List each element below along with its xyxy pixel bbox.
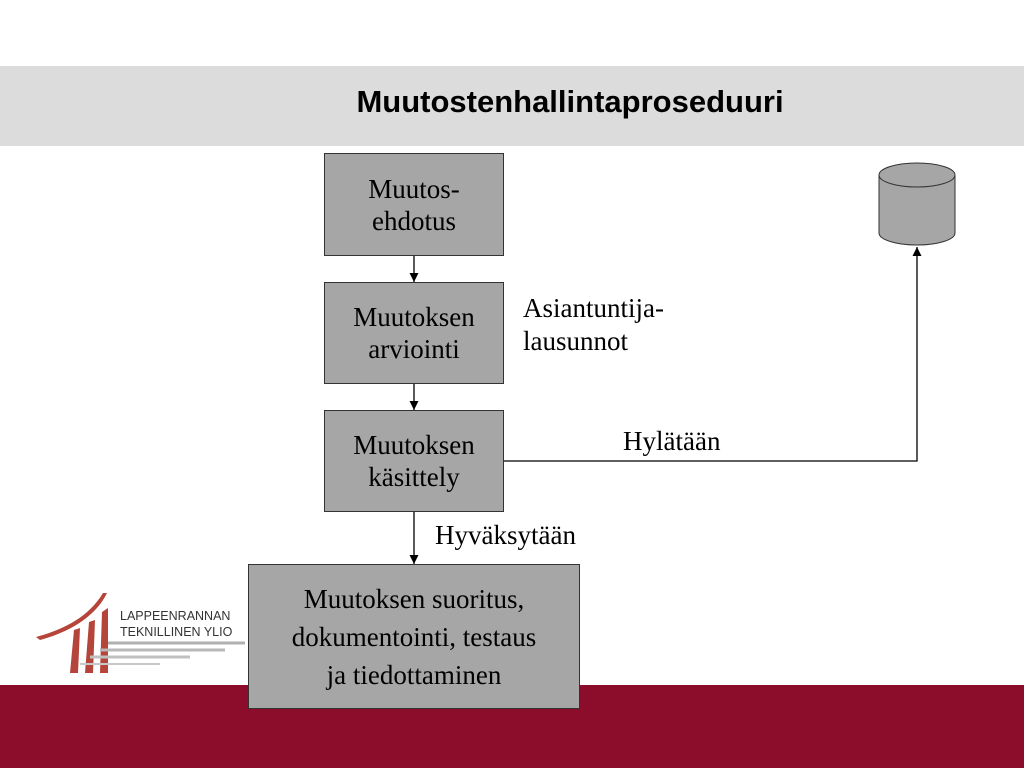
slide-title: Muutostenhallintaproseduuri bbox=[356, 84, 784, 119]
logo-text-line1: LAPPEENRANNAN bbox=[120, 609, 231, 623]
node-change-proposal: Muutos- ehdotus bbox=[324, 153, 504, 256]
node-line: Muutos- bbox=[368, 173, 460, 204]
database-cylinder-icon bbox=[878, 162, 956, 246]
node-line: ja tiedottaminen bbox=[326, 659, 502, 690]
node-line: Muutoksen bbox=[353, 430, 475, 460]
title-band bbox=[0, 66, 1024, 146]
label-expert-statements: Asiantuntija- lausunnot bbox=[523, 292, 664, 358]
label-line: lausunnot bbox=[523, 326, 628, 356]
node-change-handling: Muutoksen käsittely bbox=[324, 410, 504, 512]
logo-mark-icon bbox=[36, 593, 245, 673]
node-line: Muutoksen bbox=[353, 302, 475, 332]
logo-text: LAPPEENRANNAN TEKNILLINEN YLIO bbox=[120, 608, 232, 640]
node-change-execution: Muutoksen suoritus, dokumentointi, testa… bbox=[248, 564, 580, 709]
node-line: arviointi bbox=[368, 334, 460, 364]
node-line: dokumentointi, testaus bbox=[291, 621, 537, 652]
node-change-evaluation: Muutoksen arviointi bbox=[324, 282, 504, 384]
node-line: Muutoksen suoritus, bbox=[303, 583, 525, 614]
label-rejected: Hylätään bbox=[623, 426, 721, 456]
logo-text-line2: TEKNILLINEN YLIO bbox=[120, 625, 233, 639]
node-line: käsittely bbox=[368, 462, 460, 492]
label-accepted: Hyväksytään bbox=[435, 520, 576, 550]
node-line: ehdotus bbox=[372, 205, 456, 236]
arrow-rejected-to-storage bbox=[503, 247, 922, 462]
university-logo bbox=[36, 593, 245, 673]
label-line: Asiantuntija- bbox=[523, 293, 664, 323]
